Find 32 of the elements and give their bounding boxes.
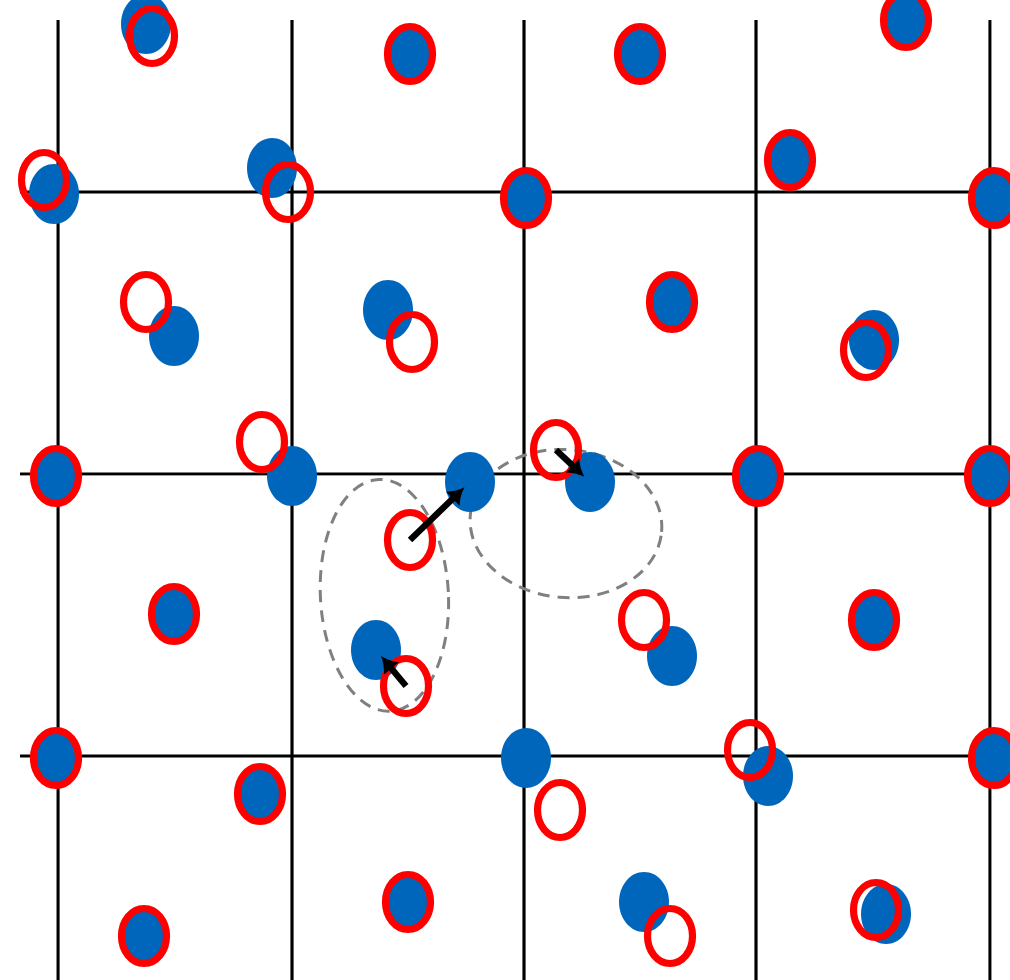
ring <box>383 508 437 572</box>
arrow <box>407 488 463 543</box>
ring <box>235 410 289 474</box>
filled-circle <box>29 164 79 224</box>
ring <box>533 778 587 842</box>
ring <box>529 418 583 482</box>
arrow <box>553 447 583 476</box>
ring <box>119 270 173 334</box>
ring <box>723 718 777 782</box>
ring <box>261 160 315 224</box>
filled-circle <box>861 884 911 944</box>
ring <box>643 904 697 968</box>
ring <box>839 318 893 382</box>
ring <box>849 878 903 942</box>
ring <box>617 588 671 652</box>
filled-circle <box>247 138 297 198</box>
filled-circle <box>267 446 317 506</box>
filled-circle <box>445 452 495 512</box>
filled-circle <box>565 452 615 512</box>
filled-circle <box>619 872 669 932</box>
filled-circle <box>743 746 793 806</box>
filled-circle <box>351 620 401 680</box>
filled-circle <box>647 626 697 686</box>
filled-circle <box>149 306 199 366</box>
ring <box>379 654 433 718</box>
ring <box>17 148 71 212</box>
filled-circle <box>849 310 899 370</box>
arrow <box>382 657 409 689</box>
filled-circle <box>363 280 413 340</box>
ring <box>125 4 179 68</box>
filled-circle <box>501 728 551 788</box>
ring <box>385 310 439 374</box>
